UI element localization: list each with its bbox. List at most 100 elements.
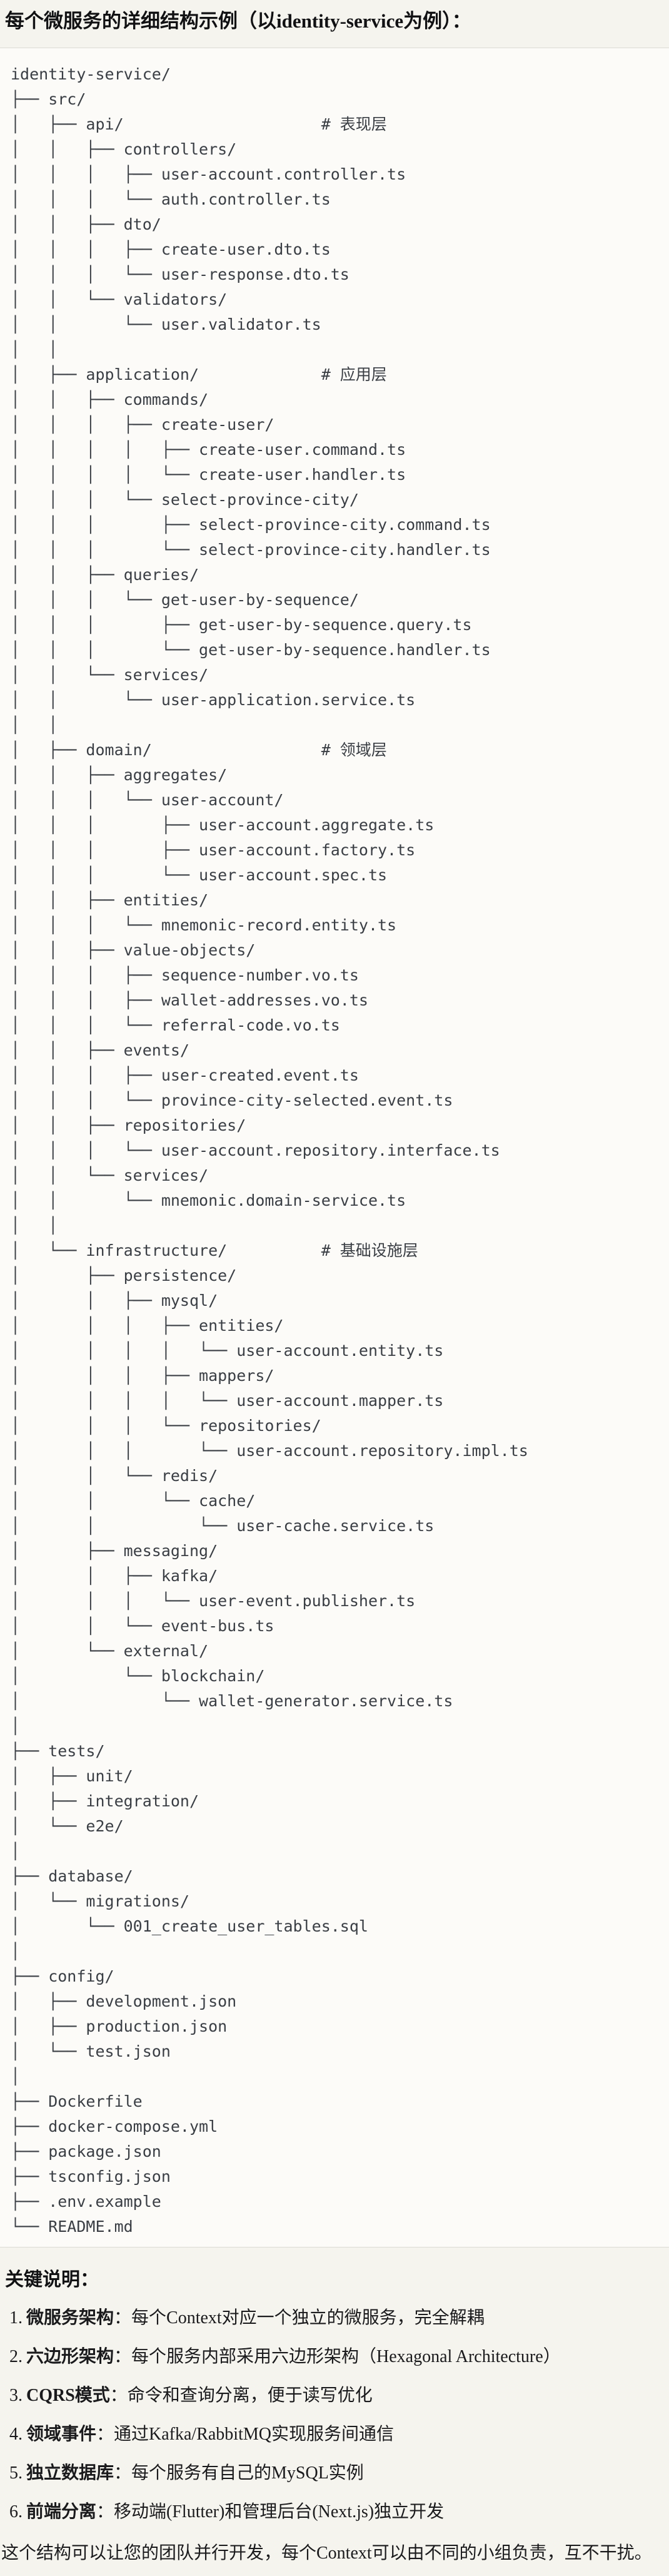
- tree-line: │ │ └── services/: [11, 1166, 209, 1184]
- tree-line: │ │ │ └── select-province-city/: [11, 491, 359, 509]
- tree-line: │ │ │ ├── select-province-city.command.t…: [11, 516, 491, 534]
- tree-line: │ │ ├── value-objects/: [11, 941, 256, 959]
- note-text: ：每个服务有自己的MySQL实例: [114, 2463, 364, 2483]
- note-number: 5.: [9, 2463, 23, 2483]
- tree-line: │ │ │ └── user-account.repository.interf…: [11, 1141, 500, 1159]
- tree-line: │ │ └── user-application.service.ts: [11, 691, 416, 709]
- tree-line: │ │ └── user.validator.ts: [11, 315, 321, 333]
- tree-line: │ └── external/: [11, 1642, 209, 1660]
- tree-line: │ └── migrations/: [11, 1892, 189, 1910]
- tree-line: ├── database/: [11, 1867, 133, 1885]
- tree-line: │ │ │ ├── entities/: [11, 1316, 284, 1335]
- note-text: ：命令和查询分离，便于读写优化: [109, 2386, 373, 2405]
- tree-line: │ │ └── services/: [11, 666, 209, 684]
- tree-line: │ │ │ └── get-user-by-sequence/: [11, 591, 359, 609]
- tree-line: │ │ │ ├── wallet-addresses.vo.ts: [11, 991, 368, 1009]
- note-term: 微服务架构: [26, 2308, 114, 2328]
- tree-line: │ │ │ ├── create-user/: [11, 415, 274, 434]
- note-item: 2.六边形架构：每个服务内部采用六边形架构（Hexagonal Architec…: [9, 2346, 663, 2368]
- tree-line: │ │ │ └── user-event.publisher.ts: [11, 1592, 416, 1610]
- tree-line: │ │ │ └── mnemonic-record.entity.ts: [11, 916, 397, 934]
- tree-line: │ │ │ │ └── user-account.mapper.ts: [11, 1392, 444, 1410]
- note-number: 1.: [9, 2308, 23, 2328]
- tree-line: │: [11, 1942, 21, 1960]
- note-text: ：每个Context对应一个独立的微服务，完全解耦: [114, 2308, 485, 2328]
- tree-line: │ ├── production.json: [11, 2017, 228, 2035]
- tree-line: │ │ │ └── user-account/: [11, 791, 284, 809]
- tree-line: │ ├── development.json: [11, 1992, 237, 2010]
- note-term: 前端分离: [26, 2502, 97, 2522]
- notes-section: 关键说明： 1.微服务架构：每个Context对应一个独立的微服务，完全解耦 2.…: [0, 2268, 669, 2564]
- tree-line: ├── package.json: [11, 2142, 161, 2161]
- note-term: 六边形架构: [26, 2347, 114, 2366]
- note-term: 独立数据库: [26, 2463, 114, 2483]
- note-item: 3.CQRS模式：命令和查询分离，便于读写优化: [9, 2385, 663, 2406]
- tree-line: │ │ └── validators/: [11, 290, 228, 308]
- tree-line: │ │ │ └── get-user-by-sequence.handler.t…: [11, 641, 491, 659]
- tree-line: │ │ │ └── province-city-selected.event.t…: [11, 1091, 453, 1109]
- tree-line: │ ├── integration/: [11, 1792, 199, 1810]
- tree-line: │ │ ├── entities/: [11, 891, 209, 909]
- tree-line: │ │ │ ├── sequence-number.vo.ts: [11, 966, 359, 984]
- tree-line: ├── Dockerfile: [11, 2092, 143, 2110]
- tree-line: │ │ │ └── repositories/: [11, 1417, 321, 1435]
- note-text: ：通过Kafka/RabbitMQ实现服务间通信: [96, 2425, 394, 2444]
- tree-line: │ │ │ ├── user-account.aggregate.ts: [11, 816, 435, 834]
- tree-line: │ │ └── cache/: [11, 1492, 256, 1510]
- tree-line: │ │ │ └── auth.controller.ts: [11, 190, 331, 208]
- tree-line: ├── docker-compose.yml: [11, 2117, 218, 2136]
- tree-line: ├── src/: [11, 90, 86, 108]
- tree-line: │ │ ├── dto/: [11, 215, 161, 233]
- tree-line: │ │ │ ├── create-user.dto.ts: [11, 240, 331, 258]
- tree-line: │: [11, 2067, 21, 2085]
- tree-line: │ │ └── redis/: [11, 1467, 218, 1485]
- tree-line: │ │: [11, 340, 58, 359]
- tree-line: │ ├── application/ # 应用层: [11, 365, 387, 384]
- tree-line: │ │ ├── queries/: [11, 566, 199, 584]
- tree-line: │ │ │ ├── mappers/: [11, 1367, 274, 1385]
- tree-line: │ ├── domain/ # 领域层: [11, 741, 387, 759]
- directory-tree: identity-service/ ├── src/ │ ├── api/ # 表现…: [0, 48, 669, 2248]
- tree-line: │ │ │ └── referral-code.vo.ts: [11, 1016, 340, 1034]
- tree-line: ├── tsconfig.json: [11, 2167, 171, 2186]
- tree-line: │ │ │ └── user-account.repository.impl.t…: [11, 1442, 528, 1460]
- tree-line: │ │ └── event-bus.ts: [11, 1617, 274, 1635]
- note-item: 6.前端分离：移动端(Flutter)和管理后台(Next.js)独立开发: [9, 2501, 663, 2523]
- tree-line: │ │: [11, 1216, 58, 1235]
- notes-heading: 关键说明：: [5, 2269, 99, 2290]
- tree-line: │ ├── messaging/: [11, 1542, 218, 1560]
- tree-line: ├── .env.example: [11, 2192, 161, 2211]
- note-number: 2.: [9, 2347, 23, 2366]
- tree-line: │ │ ├── controllers/: [11, 140, 237, 158]
- tree-line: │ │ ├── events/: [11, 1041, 189, 1059]
- footer-note: 这个结构可以让您的团队并行开发，每个Context可以由不同的小组负责，互不干扰…: [1, 2543, 652, 2563]
- tree-line: │ │ └── user-cache.service.ts: [11, 1517, 435, 1535]
- page-title: 每个微服务的详细结构示例（以identity-service为例）：: [5, 10, 471, 32]
- note-item: 4.领域事件：通过Kafka/RabbitMQ实现服务间通信: [9, 2423, 663, 2445]
- tree-line: │ │ └── mnemonic.domain-service.ts: [11, 1191, 406, 1209]
- tree-line: │ └── test.json: [11, 2042, 171, 2060]
- tree-line: │ │ │ │ └── create-user.handler.ts: [11, 466, 406, 484]
- tree-line: identity-service/: [11, 65, 171, 83]
- tree-line: ├── tests/: [11, 1742, 105, 1760]
- tree-line: │ │ ├── commands/: [11, 390, 209, 409]
- tree-line: │ └── infrastructure/ # 基础设施层: [11, 1241, 418, 1260]
- tree-line: │ └── e2e/: [11, 1817, 124, 1835]
- note-number: 3.: [9, 2386, 23, 2405]
- note-text: ：移动端(Flutter)和管理后台(Next.js)独立开发: [96, 2502, 445, 2522]
- note-item: 1.微服务架构：每个Context对应一个独立的微服务，完全解耦: [9, 2307, 663, 2329]
- tree-line: │ │ ├── kafka/: [11, 1567, 218, 1585]
- tree-line: │ │ │ │ ├── create-user.command.ts: [11, 440, 406, 459]
- tree-line: │ └── wallet-generator.service.ts: [11, 1692, 453, 1710]
- tree-line: │ │ ├── repositories/: [11, 1116, 246, 1134]
- tree-line: │ └── blockchain/: [11, 1667, 265, 1685]
- note-item: 5.独立数据库：每个服务有自己的MySQL实例: [9, 2462, 663, 2484]
- tree-line: │ └── 001_create_user_tables.sql: [11, 1917, 368, 1935]
- note-number: 6.: [9, 2502, 23, 2522]
- tree-line: │ │ │ │ └── user-account.entity.ts: [11, 1341, 444, 1360]
- tree-line: │ │ │ ├── user-created.event.ts: [11, 1066, 359, 1084]
- tree-line: │ │ │ ├── get-user-by-sequence.query.ts: [11, 616, 472, 634]
- tree-line: │ ├── api/ # 表现层: [11, 115, 387, 133]
- note-text: ：每个服务内部采用六边形架构（Hexagonal Architecture）: [114, 2347, 561, 2366]
